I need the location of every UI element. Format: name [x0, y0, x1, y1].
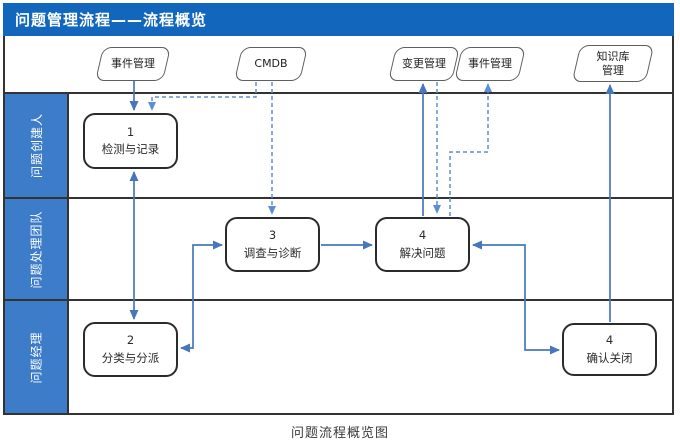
node-number: 1 — [126, 124, 135, 139]
swimlane-divider-2 — [3, 299, 674, 301]
diagram-title: 问题管理流程——流程概览 — [15, 11, 208, 29]
lane-label-column-border — [67, 92, 69, 415]
external-label: 事件管理 — [468, 57, 512, 71]
node-label: 分类与分派 — [101, 350, 160, 365]
external-label: 知识库 管理 — [596, 49, 630, 77]
external-shape-cmdb: CMDB — [234, 47, 308, 81]
node-label: 确认关闭 — [586, 350, 633, 365]
swimlane-top-border — [3, 92, 674, 94]
node-label: 检测与记录 — [101, 142, 160, 156]
lane-label-problem-manager: 问题经理 — [5, 301, 67, 413]
node-number: 3 — [268, 228, 277, 243]
external-label: CMDB — [254, 57, 288, 71]
swimlane-divider-1 — [3, 197, 674, 199]
node-classify-assign: 2 分类与分派 — [83, 322, 178, 377]
node-detect-record: 1 检测与记录 — [83, 113, 178, 169]
lane-label-problem-creator: 问题创建人 — [5, 94, 67, 197]
external-shape-change-management: 变更管理 — [388, 47, 460, 81]
diagram-caption: 问题流程概览图 — [290, 426, 389, 441]
node-number: 4 — [418, 228, 427, 243]
external-shape-incident-management-2: 事件管理 — [454, 47, 526, 81]
lane-label-text: 问题经理 — [29, 330, 44, 384]
node-investigate-diagnose: 3 调查与诊断 — [225, 217, 320, 272]
lane-label-text: 问题创建人 — [29, 112, 44, 179]
node-confirm-close: 4 确认关闭 — [562, 323, 657, 376]
node-number: 2 — [126, 333, 135, 348]
node-label: 调查与诊断 — [243, 245, 302, 260]
node-label: 解决问题 — [399, 245, 446, 260]
external-label: 事件管理 — [111, 57, 155, 71]
title-bar: 问题管理流程——流程概览 — [3, 3, 674, 36]
lane-label-text: 问题处理团队 — [29, 209, 44, 289]
external-shape-knowledge-base: 知识库 管理 — [571, 45, 655, 82]
external-shape-incident-management-1: 事件管理 — [95, 47, 171, 81]
lane-label-problem-team: 问题处理团队 — [5, 199, 67, 299]
node-resolve-problem: 4 解决问题 — [375, 217, 470, 272]
node-number: 4 — [605, 333, 614, 348]
external-label: 变更管理 — [402, 57, 446, 71]
